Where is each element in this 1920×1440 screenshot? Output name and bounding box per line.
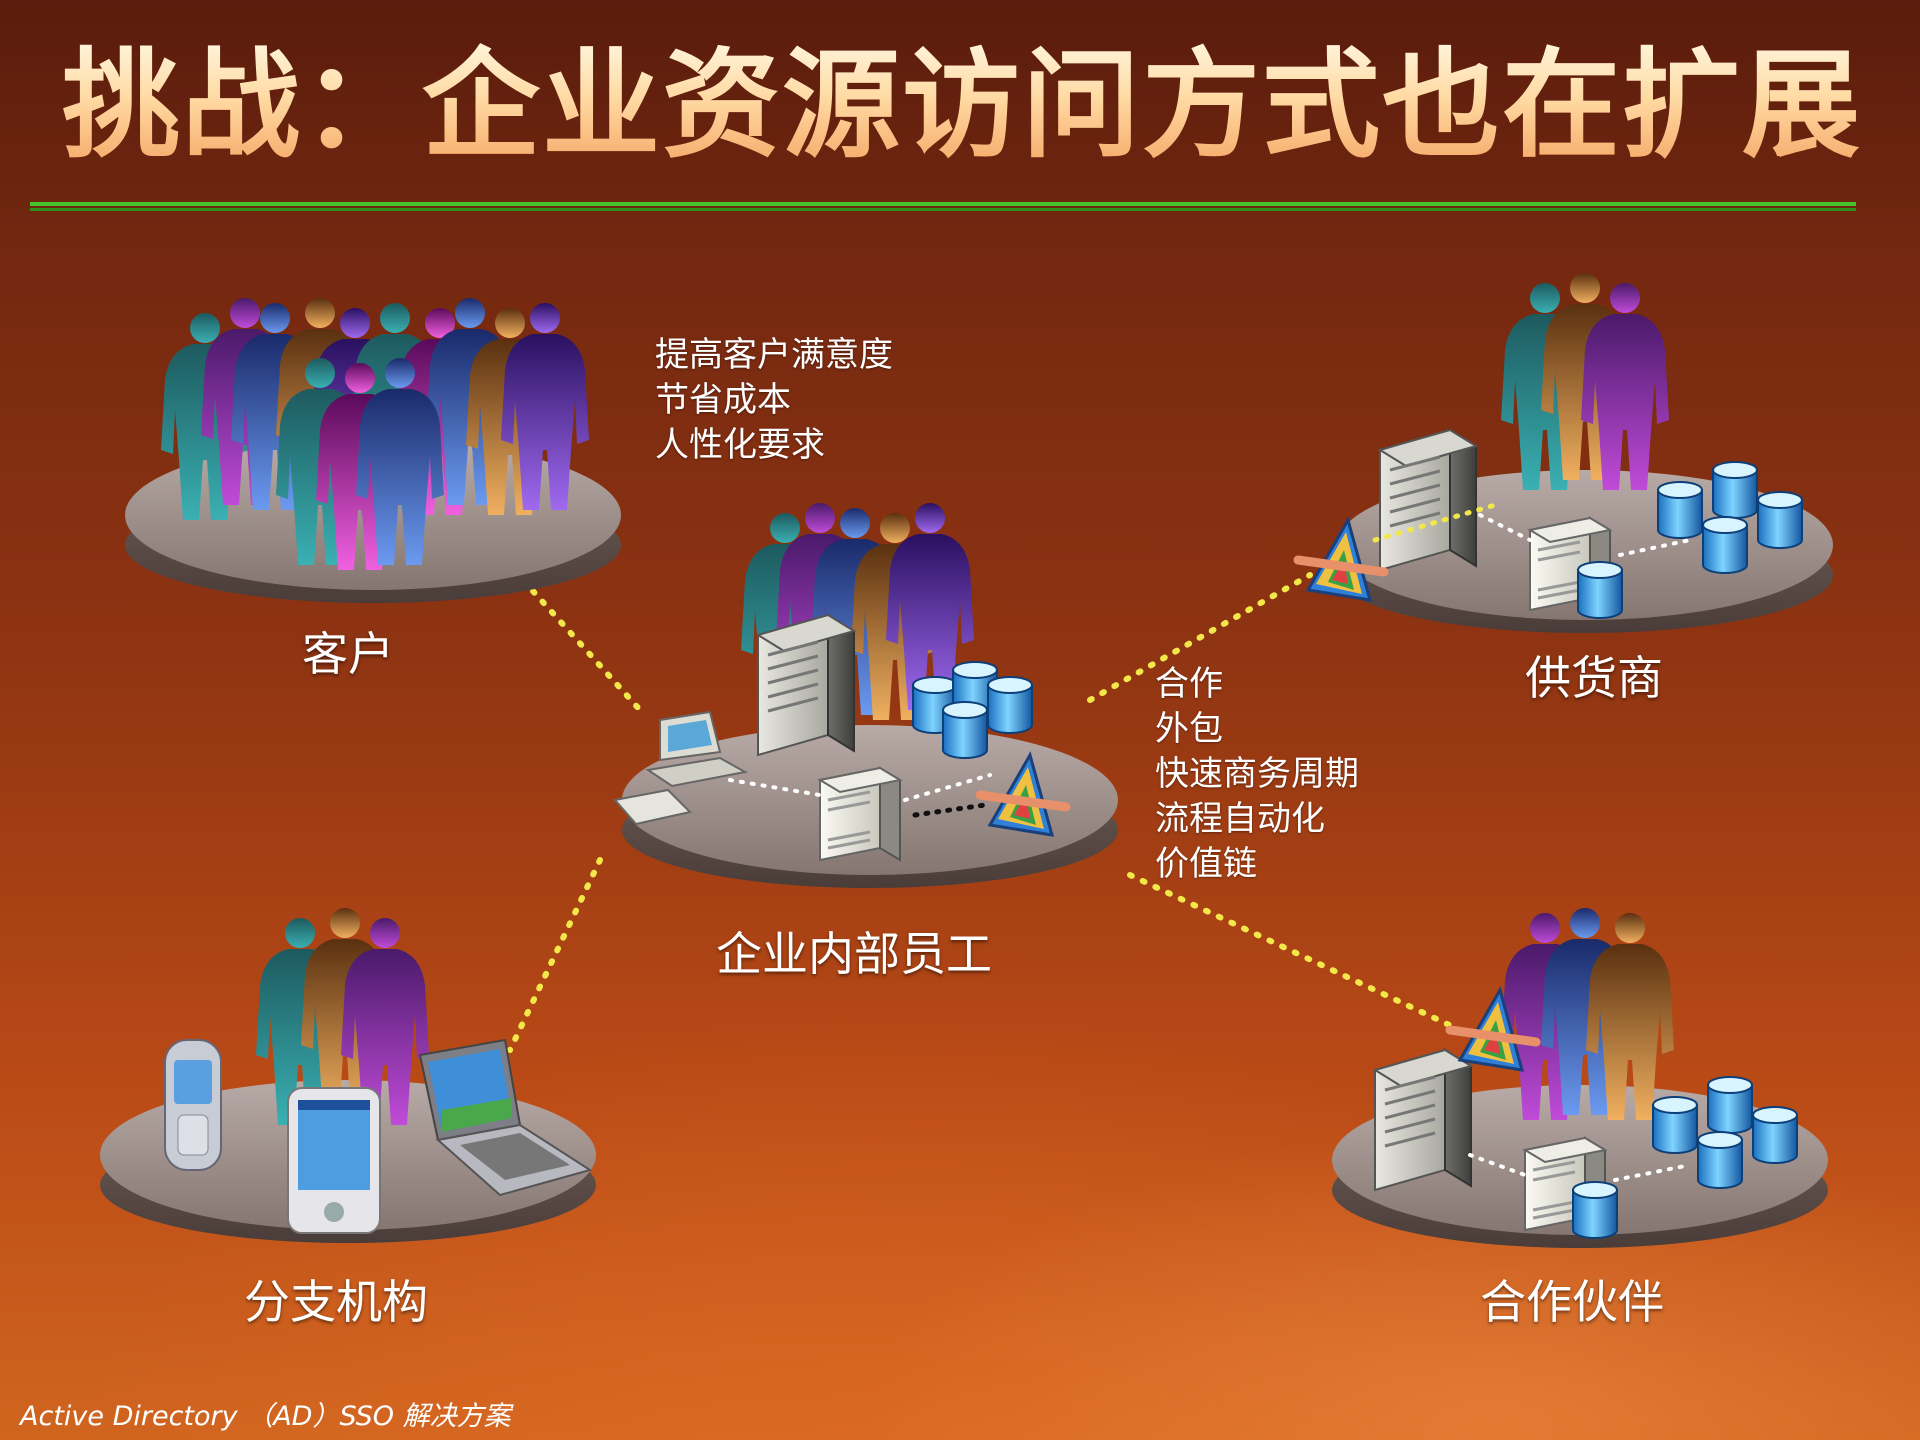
- customer-group: [125, 298, 621, 603]
- customer-benefits-list: 提高客户满意度 节省成本 人性化要求: [655, 333, 893, 468]
- note-item: 快速商务周期: [1155, 754, 1359, 794]
- branch-group: [100, 908, 596, 1243]
- supplier-rack-server-icon: [1378, 428, 1478, 572]
- node-label-employee: 企业内部员工: [716, 927, 992, 981]
- link-employee-partner: [1127, 872, 1463, 1033]
- note-item: 节省成本: [655, 380, 791, 420]
- employee-group: [613, 503, 1118, 888]
- note-item: 外包: [1155, 709, 1223, 749]
- supplier-group: [1298, 273, 1833, 633]
- branch-mobile-phone-icon: [164, 1039, 222, 1171]
- link-customer-employee: [502, 557, 643, 713]
- partner-group: [1332, 908, 1828, 1248]
- branch-laptop-icon: [418, 1038, 593, 1197]
- note-item: 流程自动化: [1155, 799, 1325, 839]
- link-lines: [502, 557, 1463, 1053]
- employee-rack-server-icon: [756, 613, 856, 757]
- supplier-db-small-icon: [1577, 561, 1623, 619]
- slide-title: 挑战：企业资源访问方式也在扩展: [62, 36, 1863, 174]
- note-item: 提高客户满意度: [655, 335, 893, 375]
- title-underline: [30, 202, 1856, 212]
- footer-text: Active Directory （AD）SSO 解决方案: [20, 1401, 511, 1432]
- supplier-people-icon: [1501, 273, 1669, 490]
- employee-tower-server-icon: [818, 766, 902, 862]
- partner-db-small-icon: [1572, 1181, 1618, 1239]
- employee-workstation-icon: [613, 710, 748, 826]
- node-label-customer: 客户: [302, 627, 394, 681]
- link-branch-employee: [507, 857, 603, 1053]
- node-label-supplier: 供货商: [1525, 651, 1663, 705]
- note-item: 人性化要求: [655, 425, 825, 465]
- link-employee-supplier: [1087, 572, 1313, 703]
- node-label-branch: 分支机构: [244, 1275, 428, 1329]
- node-label-partner: 合作伙伴: [1480, 1275, 1664, 1329]
- partner-benefits-list: 合作 外包 快速商务周期 流程自动化 价值链: [1155, 662, 1359, 887]
- branch-pda-icon: [287, 1087, 381, 1234]
- partner-rack-server-icon: [1373, 1048, 1473, 1192]
- note-item: 合作: [1155, 664, 1223, 704]
- note-item: 价值链: [1155, 844, 1257, 884]
